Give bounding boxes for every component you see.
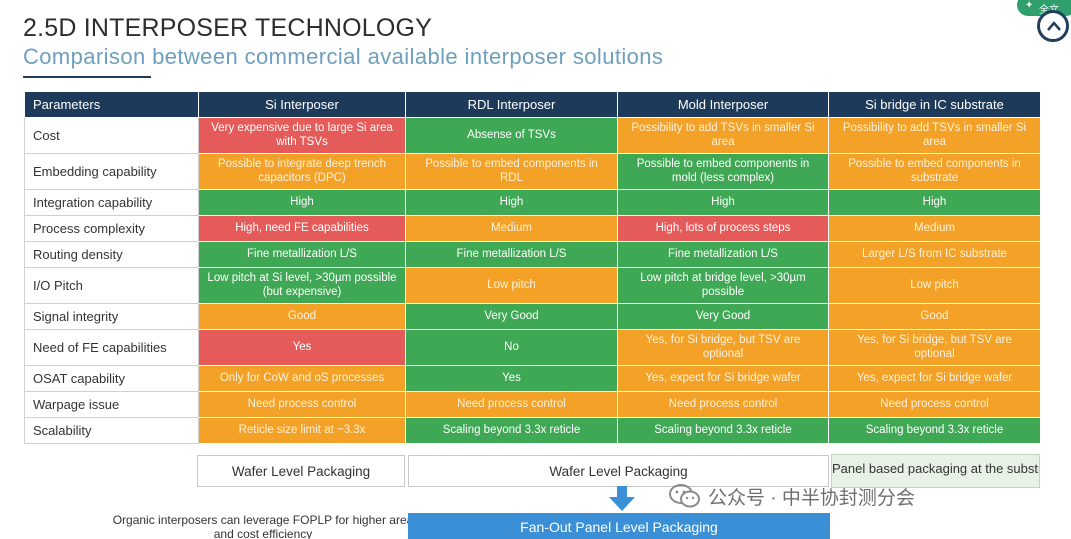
table-cell: Very Good xyxy=(405,303,618,330)
comparison-table: Parameters Si Interposer RDL Interposer … xyxy=(24,91,1041,444)
table-cell: Medium xyxy=(405,215,618,242)
row-parameter-label: Signal integrity xyxy=(24,303,199,330)
row-parameter-label: Embedding capability xyxy=(24,153,199,190)
table-cell: Need process control xyxy=(198,391,406,418)
panel-packaging-box: Panel based packaging at the substrate l… xyxy=(831,454,1040,488)
table-cell: Scaling beyond 3.3x reticle xyxy=(828,417,1041,444)
table-cell: Very expensive due to large Si area with… xyxy=(198,117,406,154)
header-rdl-interposer: RDL Interposer xyxy=(405,91,618,118)
table-cell: Fine metallization L/S xyxy=(198,241,406,268)
table-cell: Yes, for Si bridge, but TSV are optional xyxy=(828,329,1041,366)
si-wafer-level-packaging-box: Wafer Level Packaging xyxy=(197,455,405,487)
row-parameter-label: Need of FE capabilities xyxy=(24,329,199,366)
table-cell: High, need FE capabilities xyxy=(198,215,406,242)
watermark-text: 公众号 · 中半协封测分会 xyxy=(708,488,915,509)
table-cell: Possible to embed components in mold (le… xyxy=(617,153,829,190)
table-cell: Need process control xyxy=(405,391,618,418)
table-cell: Low pitch at bridge level, >30µm possibl… xyxy=(617,267,829,304)
table-cell: Scaling beyond 3.3x reticle xyxy=(617,417,829,444)
page-subtitle: Comparison between commercial available … xyxy=(23,44,664,69)
row-parameter-label: Cost xyxy=(24,117,199,154)
table-cell: Low pitch xyxy=(828,267,1041,304)
table-cell: High xyxy=(617,189,829,216)
table-cell: Good xyxy=(828,303,1041,330)
table-cell: Reticle size limit at ~3.3x xyxy=(198,417,406,444)
header-si-interposer: Si Interposer xyxy=(198,91,406,118)
table-cell: Yes, expect for Si bridge wafer xyxy=(828,365,1041,392)
table-cell: Possible to embed components in substrat… xyxy=(828,153,1041,190)
table-cell: Absense of TSVs xyxy=(405,117,618,154)
table-cell: Yes xyxy=(405,365,618,392)
table-cell: High, lots of process steps xyxy=(617,215,829,242)
collapse-button[interactable] xyxy=(1037,10,1069,42)
row-parameter-label: Warpage issue xyxy=(24,391,199,418)
table-cell: High xyxy=(828,189,1041,216)
table-cell: Need process control xyxy=(617,391,829,418)
table-cell: Yes, for Si bridge, but TSV are optional xyxy=(617,329,829,366)
table-cell: Possibility to add TSVs in smaller Si ar… xyxy=(617,117,829,154)
row-parameter-label: I/O Pitch xyxy=(24,267,199,304)
table-header-row: Parameters Si Interposer RDL Interposer … xyxy=(24,91,1041,118)
row-parameter-label: Integration capability xyxy=(24,189,199,216)
table-cell: High xyxy=(198,189,406,216)
row-parameter-label: Scalability xyxy=(24,417,199,444)
table-cell: Fine metallization L/S xyxy=(405,241,618,268)
table-cell: Very Good xyxy=(617,303,829,330)
table-cell: Low pitch at Si level, >30µm possible (b… xyxy=(198,267,406,304)
header-parameters: Parameters xyxy=(24,91,199,118)
watermark: 公众号 · 中半协封测分会 xyxy=(668,481,1048,511)
down-arrow-icon xyxy=(609,486,635,511)
table-cell: Larger L/S from IC substrate xyxy=(828,241,1041,268)
table-cell: No xyxy=(405,329,618,366)
table-cell: Possible to embed components in RDL xyxy=(405,153,618,190)
header-mold-interposer: Mold Interposer xyxy=(617,91,829,118)
fanout-panel-packaging-box: Fan-Out Panel Level Packaging xyxy=(408,513,830,539)
row-parameter-label: OSAT capability xyxy=(24,365,199,392)
organic-interposer-note: Organic interposers can leverage FOPLP f… xyxy=(112,513,414,539)
table-cell: Yes xyxy=(198,329,406,366)
chevron-up-icon xyxy=(1047,21,1061,31)
title-underline xyxy=(23,76,151,78)
row-parameter-label: Routing density xyxy=(24,241,199,268)
table-cell: Need process control xyxy=(828,391,1041,418)
table-cell: Only for CoW and oS processes xyxy=(198,365,406,392)
table-cell: Possibility to add TSVs in smaller Si ar… xyxy=(828,117,1041,154)
table-cell: High xyxy=(405,189,618,216)
table-cell: Fine metallization L/S xyxy=(617,241,829,268)
table-cell: Medium xyxy=(828,215,1041,242)
row-parameter-label: Process complexity xyxy=(24,215,199,242)
header-si-bridge: Si bridge in IC substrate xyxy=(828,91,1041,118)
table-cell: Scaling beyond 3.3x reticle xyxy=(405,417,618,444)
page-title: 2.5D INTERPOSER TECHNOLOGY xyxy=(23,14,432,42)
table-cell: Low pitch xyxy=(405,267,618,304)
table-cell: Possible to integrate deep trench capaci… xyxy=(198,153,406,190)
table-cell: Good xyxy=(198,303,406,330)
table-cell: Yes, expect for Si bridge wafer xyxy=(617,365,829,392)
wechat-logo-icon xyxy=(669,484,700,508)
wechat-fulltext-icon: ✦ xyxy=(1025,0,1034,11)
